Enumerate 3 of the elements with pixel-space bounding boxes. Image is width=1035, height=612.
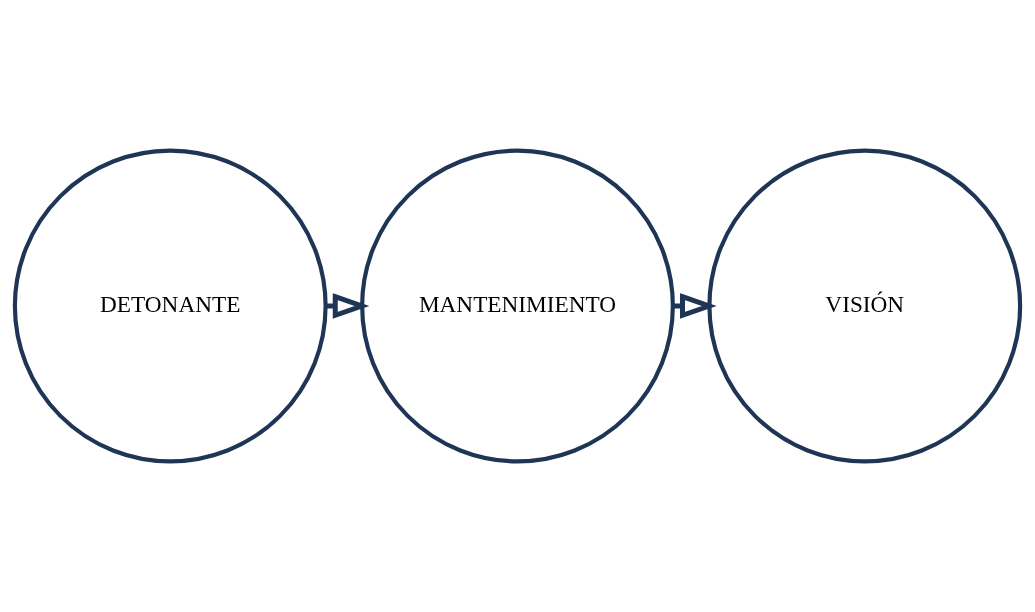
node-circle: VISIÓN xyxy=(707,148,1023,464)
node-circle: MANTENIMIENTO xyxy=(360,148,675,464)
node-circle: DETONANTE xyxy=(12,148,328,464)
